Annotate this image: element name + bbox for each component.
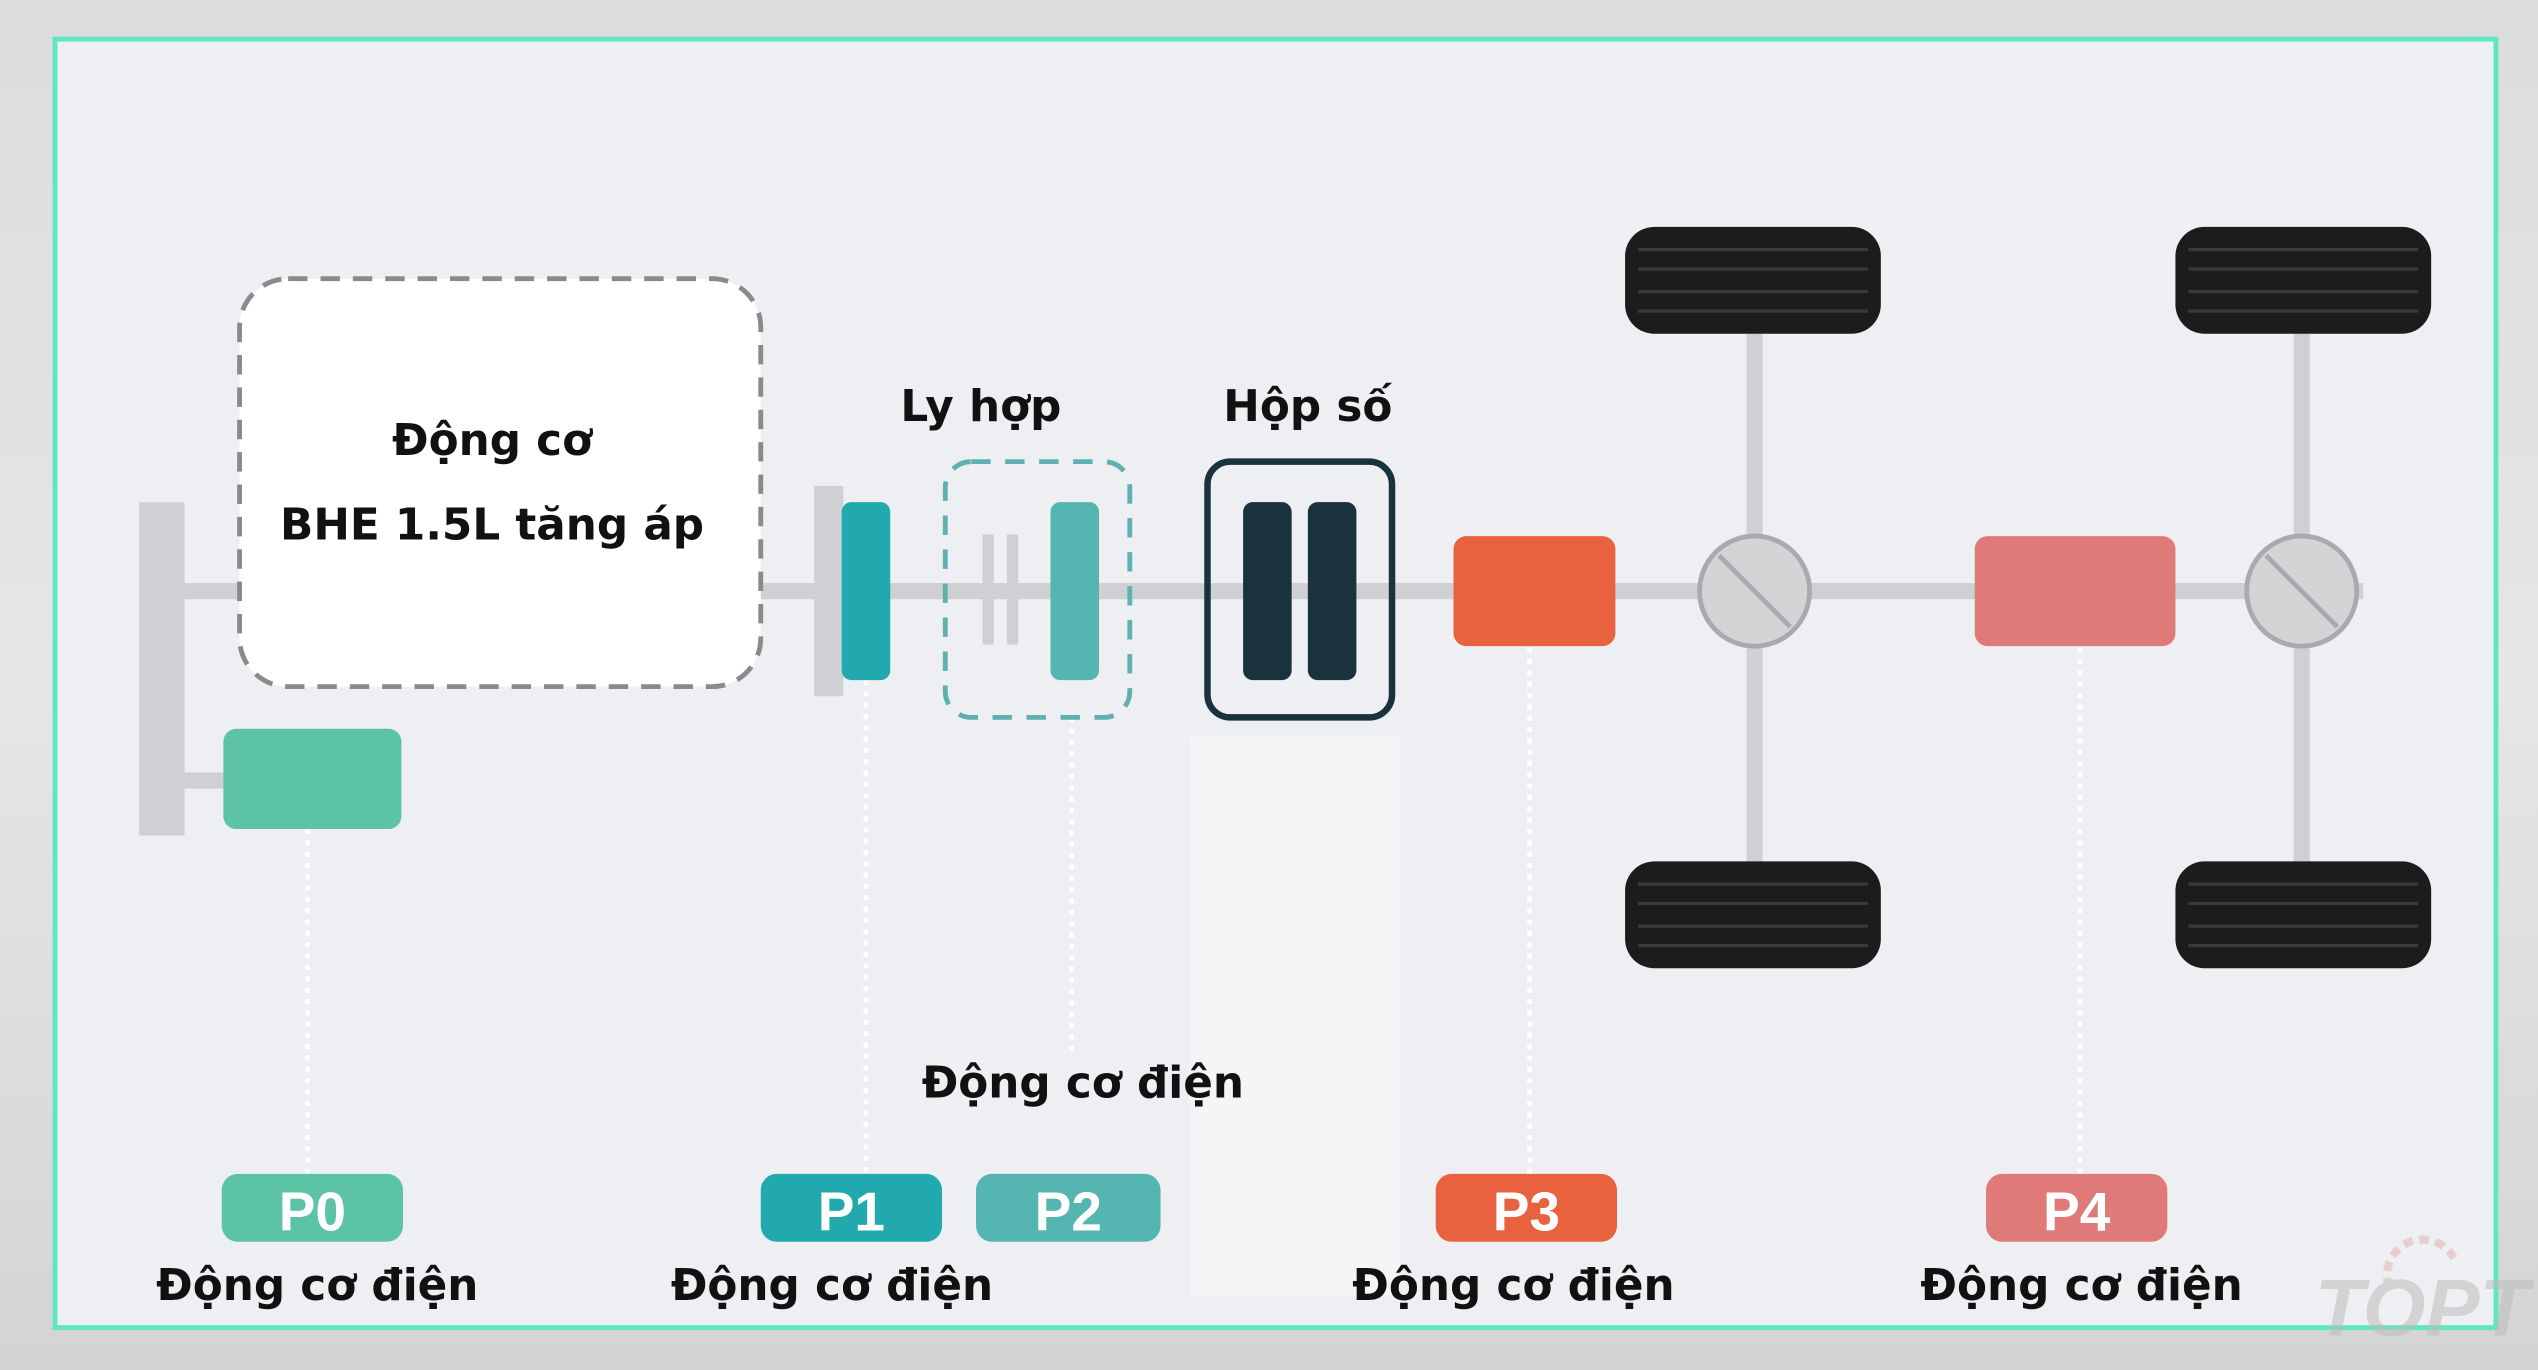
p1-caption: Động cơ điện [671, 1260, 993, 1311]
engine-label: Động cơ [392, 415, 593, 466]
badge-p0-text: P0 [279, 1180, 346, 1242]
p1-motor [841, 502, 891, 681]
p3-caption: Động cơ điện [1352, 1260, 1674, 1311]
badge-p0: P0 [221, 1173, 404, 1242]
p0-caption: Động cơ điện [156, 1260, 478, 1311]
wheels [1625, 226, 2432, 969]
p0-motor [223, 728, 402, 830]
p3-motor [1453, 536, 1616, 647]
badge-p2-text: P2 [1035, 1180, 1102, 1242]
badge-p1-text: P1 [818, 1180, 885, 1242]
badge-p4: P4 [1986, 1173, 2168, 1242]
tire-rear-right [2175, 861, 2432, 969]
topt-watermark-logo: TOPT [2315, 1235, 2536, 1354]
rear-differential [2244, 533, 2360, 649]
p2-caption: Động cơ điện [922, 1058, 1244, 1109]
engine-block: Động cơ BHE 1.5L tăng áp [237, 276, 764, 690]
engine-model-label: BHE 1.5L tăng áp [280, 499, 704, 550]
tire-front-right [1625, 861, 1881, 969]
gearbox-label: Hộp số [1223, 381, 1392, 432]
p4-motor [1974, 536, 2176, 647]
flywheel-bar [814, 485, 844, 697]
p2-motor [1050, 502, 1100, 681]
gearbox [1204, 458, 1396, 721]
badge-p4-text: P4 [2043, 1180, 2111, 1242]
badge-p2: P2 [976, 1173, 1161, 1242]
p0-belt-link [178, 772, 230, 789]
watermark-text: TOPT [2315, 1264, 2536, 1354]
front-pulley-bar [139, 502, 185, 836]
background-panel [1189, 736, 1401, 1296]
tire-rear-left [2175, 226, 2432, 334]
badge-p3: P3 [1435, 1173, 1618, 1242]
front-differential [1697, 533, 1813, 649]
badge-p3-text: P3 [1493, 1180, 1560, 1242]
leader-lines [305, 647, 2083, 1174]
p4-caption: Động cơ điện [1920, 1260, 2242, 1311]
badge-p1: P1 [760, 1173, 943, 1242]
clutch [942, 459, 1133, 720]
tire-front-left [1625, 226, 1881, 334]
clutch-label: Ly hợp [900, 381, 1061, 432]
